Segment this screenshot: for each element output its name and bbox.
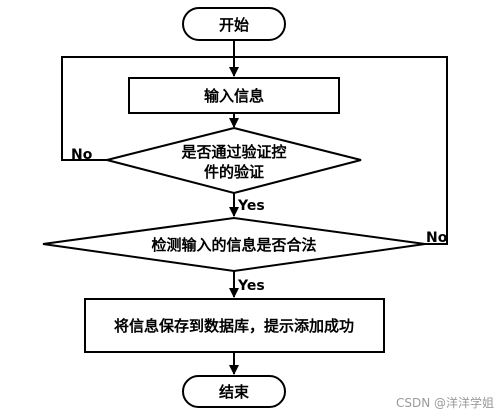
input-process-shape (128, 77, 340, 114)
verify-label-line1: 是否通过验证控 (180, 143, 286, 161)
save-label: 将信息保存到数据库，提示添加成功 (114, 317, 354, 335)
verify-label-line2: 件的验证 (204, 163, 264, 181)
watermark: CSDN @洋洋学姐 (396, 395, 494, 410)
verify-yes-label: Yes (237, 198, 265, 214)
save-process-shape (84, 298, 385, 353)
verify-decision-shape (106, 126, 362, 195)
input-node: 输入信息 (128, 77, 340, 114)
end-label: 结束 (219, 383, 250, 401)
verify-no-loop (61, 56, 234, 161)
start-terminal-shape (182, 7, 286, 41)
legal-decision-node: 检测输入的信息是否合法 (42, 216, 426, 273)
legal-yes-label: Yes (237, 278, 265, 294)
verify-decision-node: 是否通过验证控 件的验证 (106, 126, 362, 195)
connectors (61, 40, 448, 375)
legal-label: 检测输入的信息是否合法 (151, 236, 316, 254)
start-node: 开始 (182, 7, 286, 41)
start-label: 开始 (219, 16, 249, 34)
legal-no-label: No (426, 230, 448, 246)
legal-no-loop (234, 56, 448, 245)
legal-decision-shape (42, 216, 426, 273)
save-node: 将信息保存到数据库，提示添加成功 (84, 298, 385, 353)
verify-no-label: No (71, 147, 93, 163)
end-node: 结束 (182, 375, 286, 408)
end-terminal-shape (182, 375, 286, 408)
input-label: 输入信息 (204, 87, 264, 105)
